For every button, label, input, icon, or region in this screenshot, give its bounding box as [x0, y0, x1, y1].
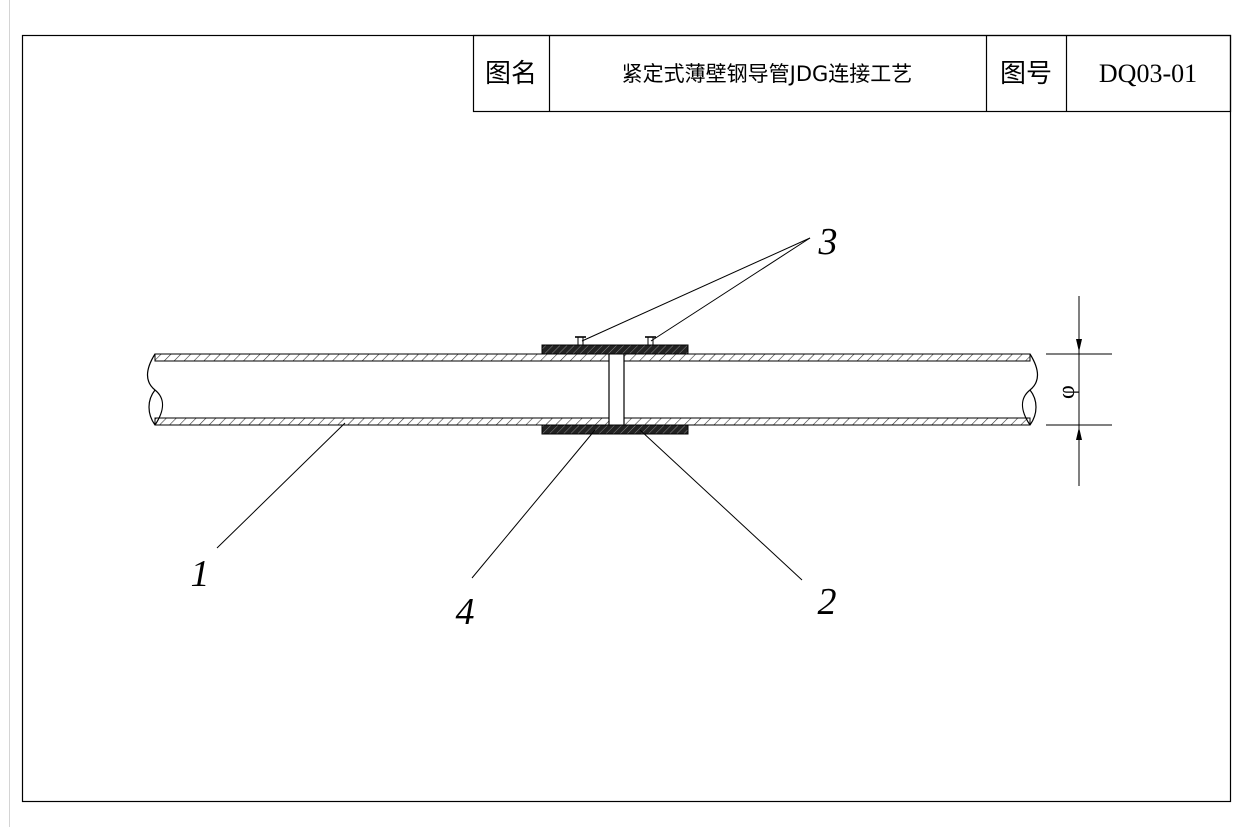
title-number-value: DQ03-01 [1099, 59, 1197, 88]
right-pipe-top-wall [623, 353, 1031, 362]
pipe-assembly [146, 336, 1039, 435]
leader-coupling [639, 429, 803, 581]
callout-pipe: 1 [191, 553, 210, 595]
left-pipe-top-wall [154, 353, 610, 362]
title-block: 图名 紧定式薄壁钢导管JDG连接工艺 图号 DQ03-01 [472, 34, 1232, 113]
diameter-symbol: φ [1054, 385, 1080, 399]
leader-pipe [216, 422, 346, 549]
dimension-arrow-top [1076, 339, 1082, 352]
leader-lines [216, 237, 811, 581]
coupling-sleeve-top [541, 344, 689, 355]
callout-coupling: 2 [818, 581, 837, 623]
leader-screw-right [650, 237, 811, 342]
set-screw-right [645, 336, 656, 346]
leader-joint [471, 429, 596, 579]
callout-set-screws: 3 [818, 221, 838, 263]
diameter-dimension [1046, 296, 1112, 486]
title-number-label: 图号 [1000, 59, 1052, 89]
leader-screw-left [581, 237, 811, 342]
set-screw-left [575, 336, 586, 346]
left-pipe-bottom-wall [154, 417, 610, 426]
callout-joint-gap: 4 [456, 591, 475, 633]
title-name-value: 紧定式薄壁钢导管JDG连接工艺 [622, 62, 913, 86]
dimension-arrow-bottom [1076, 427, 1082, 440]
title-name-label: 图名 [485, 59, 537, 89]
right-pipe-bottom-wall [623, 417, 1031, 426]
coupling-sleeve-bottom [541, 424, 689, 435]
